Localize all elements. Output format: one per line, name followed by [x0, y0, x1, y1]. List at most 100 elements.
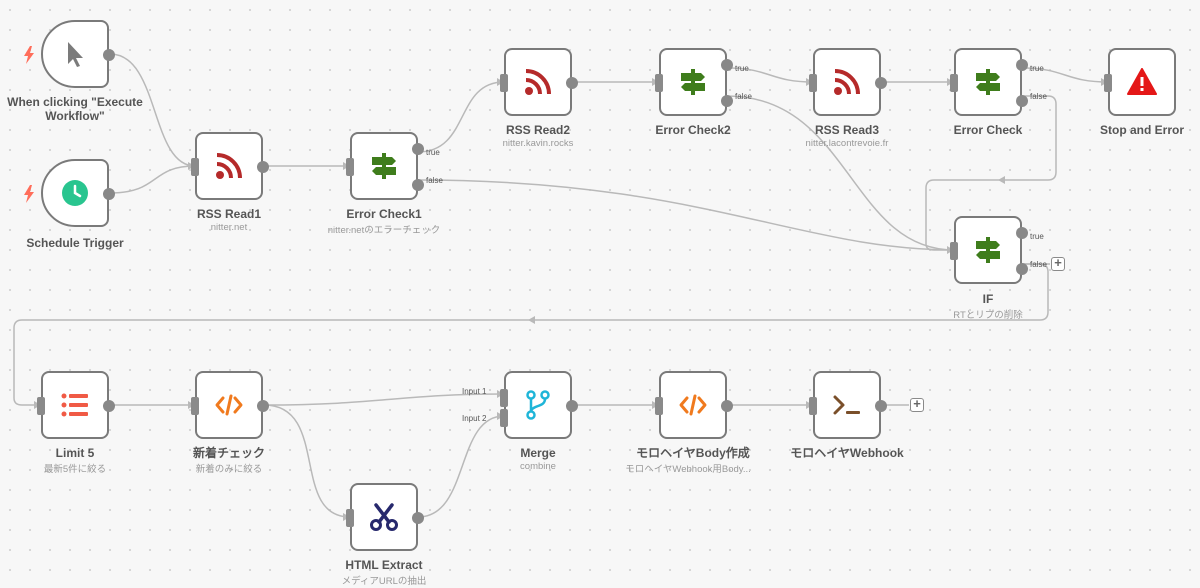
input-port-2[interactable] [500, 409, 508, 427]
node-subtitle: nitter.lacontrevoie.fr [805, 138, 889, 149]
rss-icon [830, 65, 864, 99]
output-port[interactable] [566, 77, 578, 89]
node-label: HTML Extract [345, 558, 423, 572]
node-stop-and-error[interactable] [1104, 48, 1176, 116]
edge-err2-if [726, 95, 955, 251]
edge-newcheck-html [263, 404, 351, 518]
output-port-true[interactable] [1016, 227, 1028, 239]
port-label-false: false [1030, 92, 1047, 101]
port-label-input1: Input 1 [462, 387, 487, 396]
node-webhook[interactable] [809, 371, 887, 439]
output-port[interactable] [721, 400, 733, 412]
edge-err-stop [1021, 67, 1109, 83]
output-port-true[interactable] [412, 143, 424, 155]
input-port[interactable] [191, 158, 199, 176]
node-label: Stop and Error [1099, 123, 1184, 137]
input-port[interactable] [346, 509, 354, 527]
input-port[interactable] [655, 74, 663, 92]
edge-newcheck-merge1 [263, 393, 505, 406]
output-port[interactable] [103, 400, 115, 412]
node-rss-read1[interactable] [191, 132, 269, 200]
node-label: IF [982, 292, 994, 306]
node-label: RSS Read3 [814, 123, 880, 137]
output-port[interactable] [412, 512, 424, 524]
scissors-icon [367, 500, 401, 534]
terminal-icon [830, 388, 864, 422]
node-body-builder[interactable] [655, 371, 733, 439]
output-port-false[interactable] [721, 95, 733, 107]
input-port-1[interactable] [500, 389, 508, 407]
code-icon [676, 388, 710, 422]
node-error-check[interactable] [950, 48, 1028, 116]
node-schedule-trigger[interactable] [24, 159, 115, 227]
output-port[interactable] [257, 400, 269, 412]
node-label: RSS Read2 [505, 123, 571, 137]
port-label-false: false [735, 92, 752, 101]
node-label: モロヘイヤWebhook [790, 446, 904, 460]
input-port[interactable] [809, 74, 817, 92]
trigger-bolt-icon [24, 46, 34, 64]
input-port[interactable] [950, 74, 958, 92]
port-label-true: true [735, 64, 749, 73]
node-subtitle: nitter.netのエラーチェック [327, 225, 441, 236]
output-port[interactable] [103, 188, 115, 200]
warning-triangle-icon [1125, 65, 1159, 99]
input-port[interactable] [950, 242, 958, 260]
node-label: 新着チェック [192, 446, 265, 460]
edge-err1-if [417, 179, 955, 251]
edge-err1-rss2 [417, 81, 505, 153]
output-port-true[interactable] [721, 59, 733, 71]
output-port-false[interactable] [1016, 95, 1028, 107]
node-subtitle: nitter.net [210, 222, 248, 233]
node-limit-5[interactable] [37, 371, 115, 439]
node-merge[interactable] [500, 371, 578, 439]
node-label: When clicking "Execute Workflow" [7, 95, 143, 123]
output-port-true[interactable] [1016, 59, 1028, 71]
node-error-check1[interactable] [346, 132, 424, 200]
input-port[interactable] [809, 397, 817, 415]
cursor-pointer-icon [58, 37, 92, 71]
input-port[interactable] [37, 397, 45, 415]
node-rss-read2[interactable] [500, 48, 578, 116]
add-node-button[interactable]: + [910, 397, 924, 412]
input-port[interactable] [346, 158, 354, 176]
rss-icon [521, 65, 555, 99]
node-label: Schedule Trigger [26, 236, 124, 250]
node-manual-trigger[interactable] [24, 20, 115, 88]
input-port[interactable] [1104, 74, 1112, 92]
node-subtitle: RTとリプの削除 [953, 310, 1023, 321]
output-port[interactable] [875, 77, 887, 89]
code-icon [212, 388, 246, 422]
trigger-bolt-icon [24, 185, 34, 203]
signpost-icon [971, 233, 1005, 267]
edge-html-merge2 [417, 415, 505, 518]
node-error-check2[interactable] [655, 48, 733, 116]
node-label: Error Check [953, 123, 1023, 137]
output-port-false[interactable] [412, 179, 424, 191]
node-new-check[interactable] [191, 371, 269, 439]
port-label-true: true [426, 148, 440, 157]
node-label: RSS Read1 [196, 207, 262, 221]
port-label-true: true [1030, 232, 1044, 241]
input-port[interactable] [500, 74, 508, 92]
edge-manual-rss1 [109, 53, 196, 167]
node-label: モロヘイヤBody作成 [636, 446, 750, 460]
node-label: Error Check1 [346, 207, 422, 221]
output-port[interactable] [875, 400, 887, 412]
output-port[interactable] [566, 400, 578, 412]
output-port-false[interactable] [1016, 263, 1028, 275]
signpost-icon [971, 65, 1005, 99]
edge-schedule-rss1 [109, 165, 196, 194]
input-port[interactable] [655, 397, 663, 415]
add-node-button[interactable]: + [1051, 256, 1065, 271]
edge-err2-rss3 [726, 67, 814, 83]
node-label: Limit 5 [55, 446, 95, 460]
signpost-icon [367, 149, 401, 183]
output-port[interactable] [257, 161, 269, 173]
node-html-extract[interactable] [346, 483, 424, 551]
node-if[interactable] [950, 216, 1028, 284]
input-port[interactable] [191, 397, 199, 415]
node-label: Merge [520, 446, 556, 460]
node-rss-read3[interactable] [809, 48, 887, 116]
output-port[interactable] [103, 49, 115, 61]
